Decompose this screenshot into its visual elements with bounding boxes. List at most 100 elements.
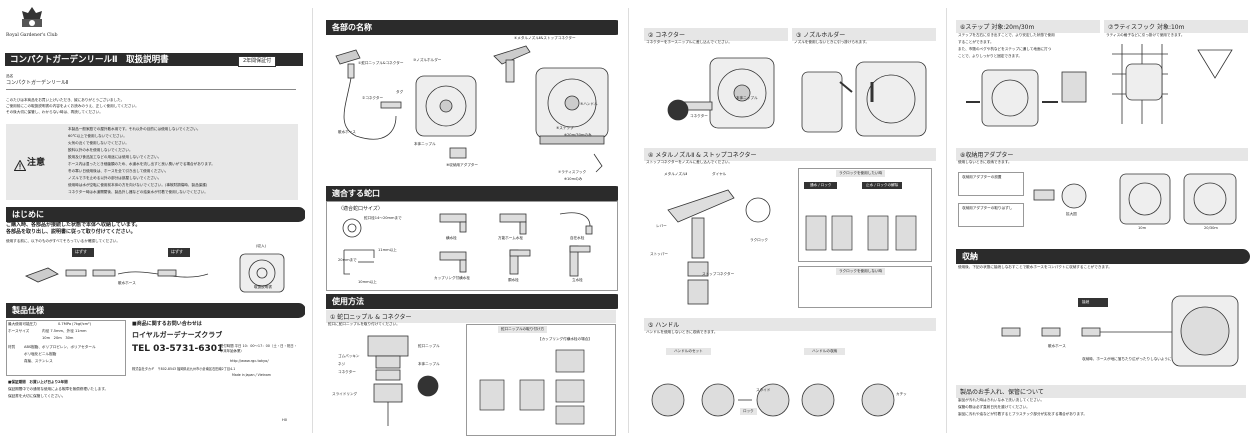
adapter-label: 拡大図 [1066,212,1077,216]
warranty-badge: 2年間保証付 [238,56,277,67]
spec-table [6,320,126,376]
caution-item: 本製品一般家庭での屋外散水用です。それ以外の目的には使用しないでください。 [68,127,201,131]
part-label: ①蛇口ニップル&コネクター [358,61,404,65]
usage2-label: コネクター [690,114,708,118]
store-label: 接続 [1082,300,1090,304]
usage-step-3-figure [796,52,932,146]
part-label: ②コネクター [362,96,384,100]
lock-figure [802,210,928,260]
spec-label: ホースサイズ [8,329,30,333]
care-item: 製品が汚れた時はきれいな水で洗い流してください。 [958,398,1045,402]
usage1-label: 蛇口ニップル [418,344,440,348]
usage4-label: メタルノズルⅡ [664,172,688,176]
lock-col: 止水 / ロックの解除 [862,182,903,190]
part-label: ⑥ステップ [556,126,574,130]
lock-box [798,168,932,262]
company-name: ロイヤルガーデナーズクラブ [132,331,223,339]
usage-step-2-figure [660,50,780,144]
adapter-label: 収納用アダプターの取りはずし [962,206,1013,210]
usage-step-4-figure [648,170,798,314]
usage1-box-sub: 【カップリング付横水栓の場合】 [538,337,592,341]
faucet-size: 20mmまで [338,258,357,262]
usage-step-5-title: ⑤ ハンドル [644,318,936,331]
adapter-figure [1030,170,1240,234]
lock-col: 通水 / ロック [804,182,838,190]
section-faucet-header: 適合する蛇口 [326,186,618,201]
adapter-set-box [958,172,1024,196]
intro-check-2: 各部品を取り出し、説明書に従って取り付けてください。 [6,229,136,235]
hook-title-text: ⑦ラティスフック [1108,24,1156,31]
product-name: コンパクトガーデンリールⅡ [6,80,69,86]
parts-diagram [326,36,616,190]
part-label: ⑦ラティスフック [558,170,587,174]
usage1-label: スライドリング [332,392,358,396]
step-note: 対象:20m/30m [991,24,1035,31]
caution-item: ノズルでホを止める以外の部分は部屋しないでください。 [68,176,162,180]
intro-line-1: このたびは本商品をお買い上げいただき、誠にありがとうございました。 [6,98,125,102]
spec-value: 真鍮、ステンレス [24,359,53,363]
handle-label: ロック [740,408,757,416]
adapter-text: 使用しないときに収納できます。 [958,160,1012,164]
usage-step-4-text: ストップコネクターをノズルに差し込んでください。 [646,160,733,164]
parts-illustration [18,246,298,300]
spec-label: 最大使用可能圧力 [8,322,37,326]
caution-label: 注意 [27,158,46,168]
adapter-label: 20/30m [1204,226,1218,230]
hook-note: ※10mのみ [564,177,583,181]
part-label: タグ [396,90,404,94]
part-label: ⑤ハンドル [580,102,598,106]
faucet-type: 胴水栓 [508,278,519,282]
faucet-box [326,201,618,291]
adapter-remove-box [958,203,1024,227]
warranty-text: 保証期間中での通常な使用による故障を無償修理いたします。 [8,387,109,391]
spec-value: 0.7MPa (7kgf/cm²) [58,322,92,326]
adapter-label: 収納用アダプターの設置 [962,175,1002,179]
usage-step-2-text: コネクターをホースニップルに差し込んでください。 [646,40,732,44]
section-spec-header: 製品仕様 [6,303,305,318]
faucet-size-figure [334,214,424,290]
phone-number: TEL 03-5731-6301 [132,344,224,354]
hook-figure [1108,44,1238,138]
warranty-title: ■保証期間 お買い上げ日より2年間 [8,380,68,384]
faucet-types-figure [430,206,610,290]
step-text: ことで、よりしっかりと固定できます。 [958,54,1023,58]
caution-item: 飲料以外の水を使用しないでください。 [68,148,133,152]
usage4-label: レバー [656,224,667,228]
usage-step-5-text: ハンドルを使用しないときに収納できます。 [646,330,718,334]
detach-label: はずす [75,249,87,254]
usage-step-4-title: ④ メタルノズルⅡ & ストップコネクター [644,148,936,161]
caution-item: 火気の近くで使用しないでください。 [68,141,129,145]
page-3: ② コネクター コネクターをホースニップルに差し込んでください。 本体ニップル … [640,0,940,441]
care-title: 製品のお手入れ、保管について [956,385,1246,398]
step-title: ⑥ステップ 対象:20m/30m [956,20,1100,33]
faucet-size-title: 〈適合蛇口サイズ〉 [338,206,383,212]
usage1-label: ゴムパッキン [338,354,360,358]
part-label: ④メタルノズルⅡ&ストップコネクター [514,36,576,40]
spec-value: 10m 20m 30m [42,336,74,340]
handle-set-label: ハンドルのセット [666,348,711,356]
warning-triangle-icon [13,156,27,175]
lock-nouse-title: ラクロックを使用しない時 [836,268,886,276]
website-url[interactable]: http://www.rgc.tokyo/ [230,359,269,363]
faucet-size: 蛇口径14〜20mmまで [364,216,402,220]
warranty-text: 保証書を大切に保管してください。 [8,394,66,398]
store-figure [982,290,1242,374]
spec-value: 内径 7.5mm、外径 11mm [42,329,87,333]
caution-item: 冬の寒い日使用後は、ホースを全て引き出して使用ください。 [68,169,169,173]
store-label: 散水ホース [1048,344,1066,348]
usage1-box-title: 蛇口ニップルの取り付け方 [498,326,548,334]
section-parts-header: 各部の名称 [326,20,618,35]
handle-figure [648,370,928,434]
usage-step-2-title: ② コネクター [644,28,788,41]
faucet-type: 自在水栓 [570,236,585,240]
store-text: 使用後、下記の状態に接続しなおすことで散水ホースをコンパクトに収納することができ… [958,265,1112,269]
faucet-size: 11mm以上 [378,248,397,252]
caution-item: ホース内は湿ったとき細菌類のため、水道水を流し出すと良い臭いがでる場合があります… [68,162,215,166]
part-label: ③ノズルホルダー [413,58,442,62]
page-number: H0 [282,418,287,422]
step-title-text: ⑥ステップ [960,24,990,31]
usage4-label: ダイヤル [712,172,727,176]
handle-store-label: ハンドルの収納 [804,348,846,356]
detach-label: はずす [171,249,183,254]
adapter-title: ⑧収納用アダプター [956,148,1248,161]
